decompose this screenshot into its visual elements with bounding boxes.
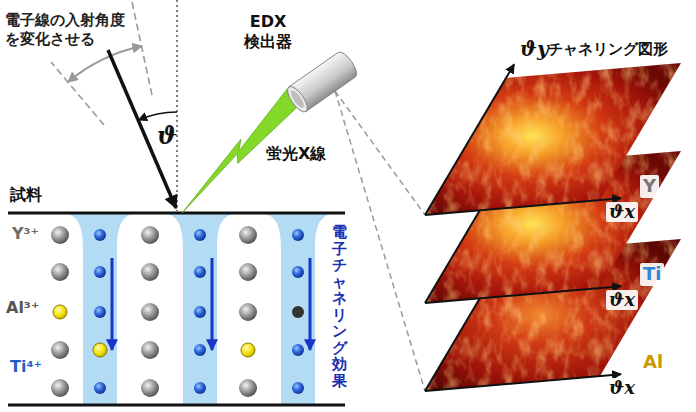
al-atom xyxy=(93,343,107,357)
ti-atom xyxy=(194,382,206,394)
projection-line xyxy=(335,91,425,215)
angle-limit-line xyxy=(51,62,104,125)
axis-arrow xyxy=(425,374,621,391)
channeling-pattern: Y xyxy=(425,63,681,215)
al-atom xyxy=(53,305,67,319)
axis-arrow xyxy=(425,240,514,391)
channeling-arrow xyxy=(211,258,214,350)
ti-atoms xyxy=(94,229,304,394)
y-atom xyxy=(51,226,69,244)
ti-atom xyxy=(292,382,304,394)
detector-cylinder xyxy=(284,49,360,115)
ti-atom xyxy=(94,266,106,278)
channel-band xyxy=(66,214,134,404)
ti-atom xyxy=(94,306,106,318)
y-atom xyxy=(141,341,159,359)
edx-detector: EDX 検出器 xyxy=(240,12,360,117)
y-atom xyxy=(239,379,257,397)
y-atom xyxy=(239,303,257,321)
pattern-texture xyxy=(425,239,681,391)
surface-normal xyxy=(176,0,177,211)
ion-label: Ti⁴⁺ xyxy=(10,357,42,377)
ti-atom xyxy=(292,229,304,241)
y-atom xyxy=(51,379,69,397)
ti-atom xyxy=(94,382,106,394)
channeling-label: 電子チャネリング効果 xyxy=(332,224,347,389)
channel-band xyxy=(264,214,332,404)
sample-surface xyxy=(8,212,345,215)
channeling-arrow xyxy=(111,258,114,350)
xray-label: 蛍光X線 xyxy=(266,144,326,164)
ti-atom xyxy=(194,229,206,241)
channel-band xyxy=(166,214,234,404)
y-atom xyxy=(239,226,257,244)
detector-body xyxy=(289,49,360,111)
axis-label: ϑx xyxy=(606,378,638,398)
channeling-pattern-label: Y xyxy=(640,175,659,198)
channeling-pattern-label: Ti xyxy=(640,263,664,286)
y-atom xyxy=(239,263,257,281)
sample-band-label: 試料 xyxy=(10,185,42,205)
ti-atom xyxy=(194,344,206,356)
axis-label: ϑx xyxy=(606,290,638,310)
pattern-fill xyxy=(425,63,681,215)
ti-atom xyxy=(292,344,304,356)
y-atom xyxy=(141,226,159,244)
pattern-title: チャネリング図形 xyxy=(548,40,668,59)
pattern-texture xyxy=(425,63,681,215)
axis-label: ϑy xyxy=(520,38,549,60)
ion-label: Y³⁺ xyxy=(12,224,39,244)
y-atom xyxy=(51,341,69,359)
y-atom xyxy=(141,263,159,281)
axis-arrow xyxy=(425,64,514,215)
ion-label: Al³⁺ xyxy=(6,298,39,318)
tilt-note: 電子線の入射角度 を変化させる xyxy=(5,11,133,49)
dark-atom xyxy=(292,306,304,318)
ti-atom xyxy=(292,266,304,278)
y-atom xyxy=(141,303,159,321)
ti-atom xyxy=(194,266,206,278)
sample-bottom xyxy=(8,404,345,407)
al-atom xyxy=(241,343,255,357)
pattern-fill xyxy=(425,151,681,303)
projection-line xyxy=(335,91,425,391)
ti-atom xyxy=(94,229,106,241)
sample-band: 試料 xyxy=(8,213,345,405)
y-atom xyxy=(51,263,69,281)
y-atom xyxy=(141,379,159,397)
axis-arrow xyxy=(425,152,514,303)
channeling-arrow xyxy=(309,258,312,350)
tilt-range-arc xyxy=(68,46,142,82)
angle-symbol: ϑ xyxy=(157,124,177,148)
pattern-texture xyxy=(425,151,681,303)
pattern-fill xyxy=(425,239,681,391)
al-atoms xyxy=(53,305,255,357)
edx-detector-label: EDX 検出器 xyxy=(244,12,292,52)
axis-label: ϑx xyxy=(606,202,638,222)
detector-face xyxy=(284,83,311,114)
y-atoms xyxy=(51,226,257,397)
angle-arc xyxy=(139,112,178,120)
channeling-pattern-label: Al xyxy=(640,351,666,374)
ti-atom xyxy=(194,306,206,318)
detector-window xyxy=(289,89,306,109)
